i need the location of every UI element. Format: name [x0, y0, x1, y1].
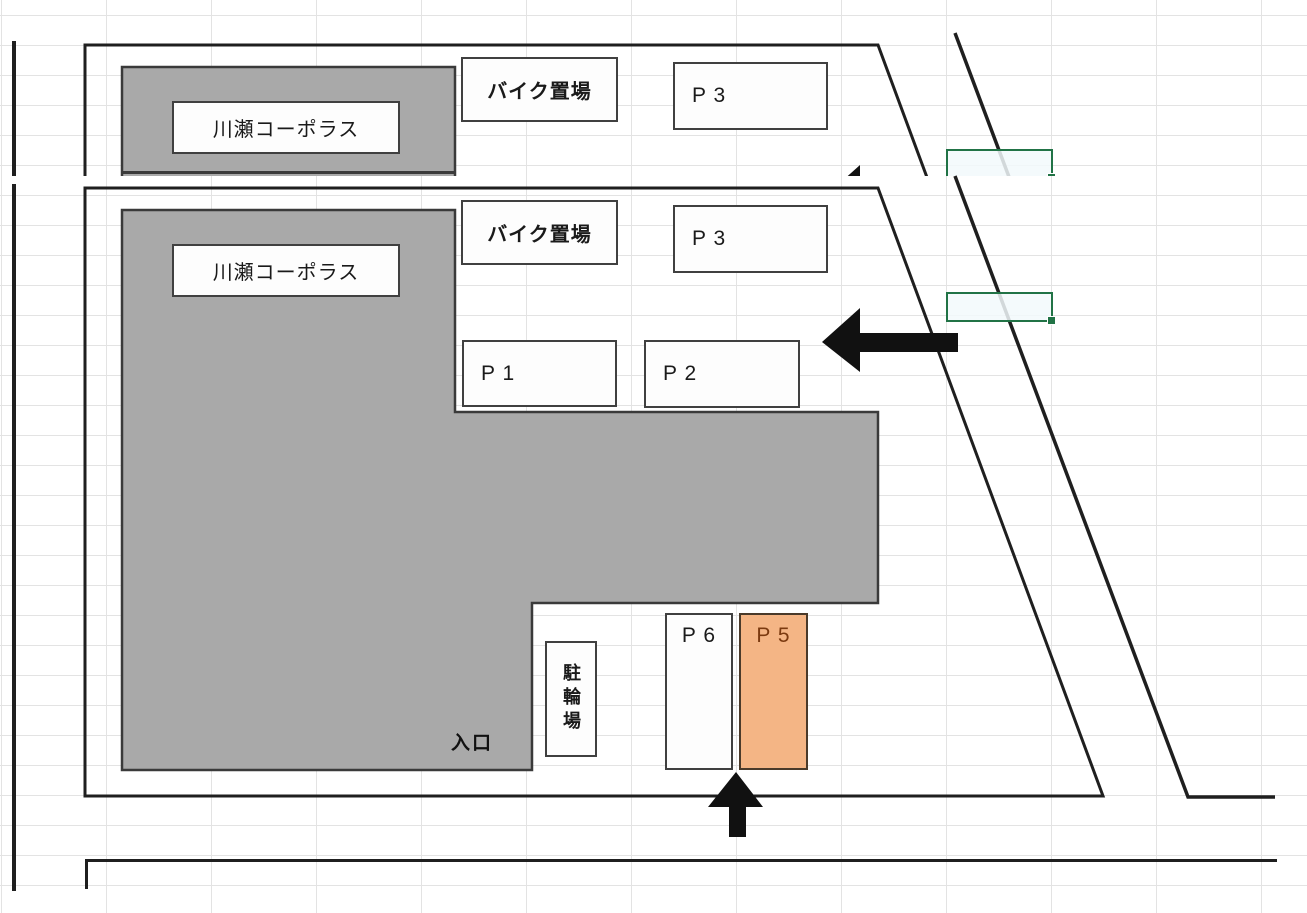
parking-spot-p5[interactable]: P 5 — [739, 613, 808, 770]
bike-storage-label: バイク置場 — [487, 224, 592, 246]
spreadsheet-canvas[interactable]: { "map": { "labels": { "building": "川瀬コー… — [0, 0, 1307, 891]
building-label: 川瀬コーポラス — [212, 262, 360, 284]
parking-spot-p2[interactable]: P 2 — [644, 340, 800, 408]
p2-label: P 2 — [663, 362, 698, 385]
map-copy-top: 川瀬コーポラス バイク置場 P 3 P 1 P 2 P 6 P 5 駐輪場 入口 — [0, 0, 1307, 176]
active-cell-selection[interactable] — [946, 149, 1056, 176]
p1-label: P 1 — [481, 361, 516, 385]
site-map: 川瀬コーポラス バイク置場 P 3 P 1 P 2 P 6 P 5 駐輪場 入口 — [12, 32, 1307, 176]
site-map-main: 川瀬コーポラス バイク置場 P 3 P 1 P 2 P 6 P 5 駐輪場 入口 — [12, 175, 1307, 913]
fill-handle[interactable] — [1047, 316, 1056, 325]
bottom-map-left-border — [85, 859, 88, 889]
p3-label: P 3 — [692, 227, 727, 250]
parking-spot-p3[interactable]: P 3 — [673, 62, 828, 130]
left-arrow-icon[interactable] — [822, 165, 958, 176]
fill-handle[interactable] — [1047, 173, 1056, 176]
bike-storage-label: バイク置場 — [487, 81, 592, 103]
clip-edge — [122, 171, 455, 174]
bicycle-parking-box[interactable]: 駐輪場 — [545, 641, 597, 757]
left-arrow-icon[interactable] — [822, 308, 958, 372]
parking-spot-p3[interactable]: P 3 — [673, 205, 828, 273]
p5-label: P 5 — [756, 624, 791, 647]
road-line-right[interactable] — [953, 175, 1275, 799]
bike-storage-box[interactable]: バイク置場 — [461, 57, 618, 122]
p6-label: P 6 — [681, 624, 717, 647]
bottom-map-top-border — [85, 859, 1277, 862]
bicycle-parking-label: 駐輪場 — [561, 663, 581, 735]
parking-spot-p1[interactable]: P 1 — [462, 340, 617, 407]
building-label-box[interactable]: 川瀬コーポラス — [172, 101, 400, 154]
parking-spot-p6[interactable]: P 6 — [665, 613, 733, 770]
p3-label: P 3 — [692, 84, 727, 107]
building-label: 川瀬コーポラス — [212, 119, 360, 141]
active-cell-selection[interactable] — [946, 292, 1056, 325]
building-label-box[interactable]: 川瀬コーポラス — [172, 244, 400, 297]
entrance-label: 入口 — [451, 733, 494, 754]
bike-storage-box[interactable]: バイク置場 — [461, 200, 618, 265]
up-arrow-icon[interactable] — [708, 772, 763, 837]
